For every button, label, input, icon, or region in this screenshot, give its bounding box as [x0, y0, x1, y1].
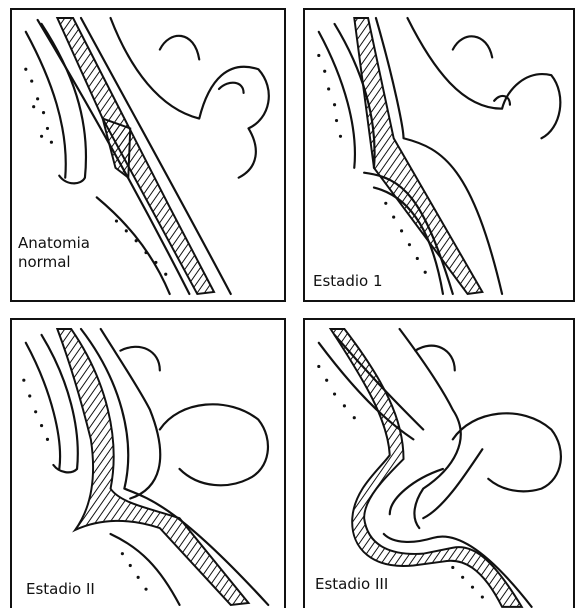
- anatomy-drawing-estadio-ii: [12, 320, 284, 608]
- label-line-1: Anatomia: [18, 234, 90, 253]
- label-line-2: normal: [18, 253, 90, 272]
- stippled-tissue-left: [317, 54, 342, 138]
- stippled-tissue-bottom: [121, 552, 148, 591]
- panel-label-estadio-iii: Estadio III: [313, 575, 390, 594]
- panel-estadio-1: Estadio 1: [303, 8, 575, 302]
- panel-label-estadio-ii: Estadio II: [24, 580, 97, 599]
- anatomy-drawing-estadio-iii: [305, 320, 573, 608]
- panel-estadio-iii: Estadio III: [303, 318, 575, 608]
- anatomy-drawing-estadio-1: [305, 10, 573, 300]
- stippled-tissue-bottom: [115, 219, 167, 275]
- stippled-tissue-left: [317, 365, 356, 419]
- panel-anatomia-normal: Anatomia normal: [10, 8, 286, 302]
- panel-estadio-ii: Estadio II: [10, 318, 286, 608]
- panel-label-anatomia-normal: Anatomia normal: [16, 234, 92, 272]
- panel-label-estadio-1: Estadio 1: [311, 272, 385, 291]
